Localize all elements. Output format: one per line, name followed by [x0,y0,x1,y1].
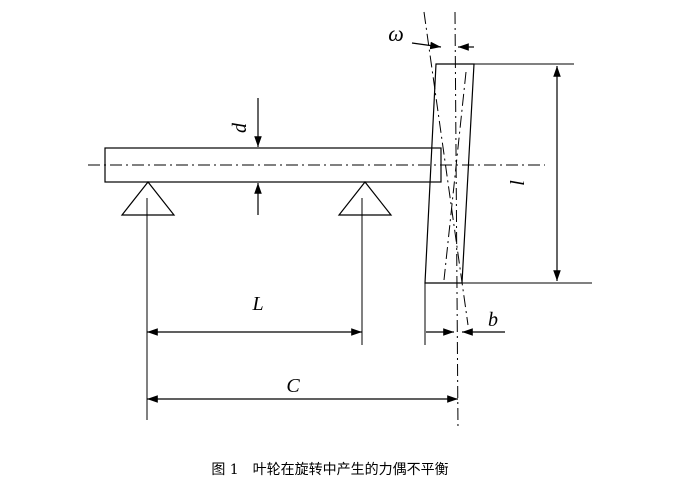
impeller-reference-axis [423,11,469,326]
omega-label: ω [388,21,404,46]
right-bearing-support [337,181,393,216]
b-label: b [488,309,498,331]
L-label: L [251,293,263,315]
left-bearing-support [120,181,176,216]
impeller-inner-diagonal [443,71,467,281]
l-label: l [507,180,529,186]
figure-caption: 图 1 叶轮在旋转中产生的力偶不平衡 [211,462,448,478]
omega-arrow-left [411,41,442,50]
C-label: C [286,375,300,397]
d-label: d [229,122,251,133]
impeller-tilted-axis [454,11,459,431]
shaft [104,147,442,183]
impeller-disc [424,63,475,284]
